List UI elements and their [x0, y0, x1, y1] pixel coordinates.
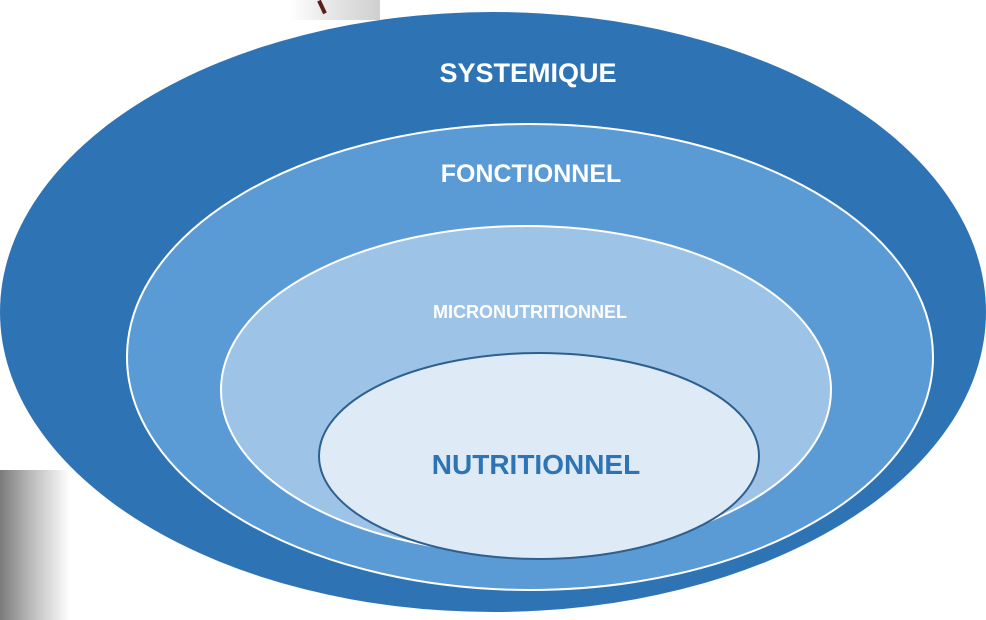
label-functional: FONCTIONNEL: [441, 160, 622, 188]
background-photo-fragment-left: [0, 470, 70, 620]
label-micronutritional: MICRONUTRITIONNEL: [433, 302, 627, 322]
ellipse-nutritional: [318, 352, 760, 560]
label-systemic: SYSTEMIQUE: [439, 58, 616, 88]
background-photo-fragment-top: [290, 0, 380, 20]
label-nutritional: NUTRITIONNEL: [432, 449, 640, 480]
